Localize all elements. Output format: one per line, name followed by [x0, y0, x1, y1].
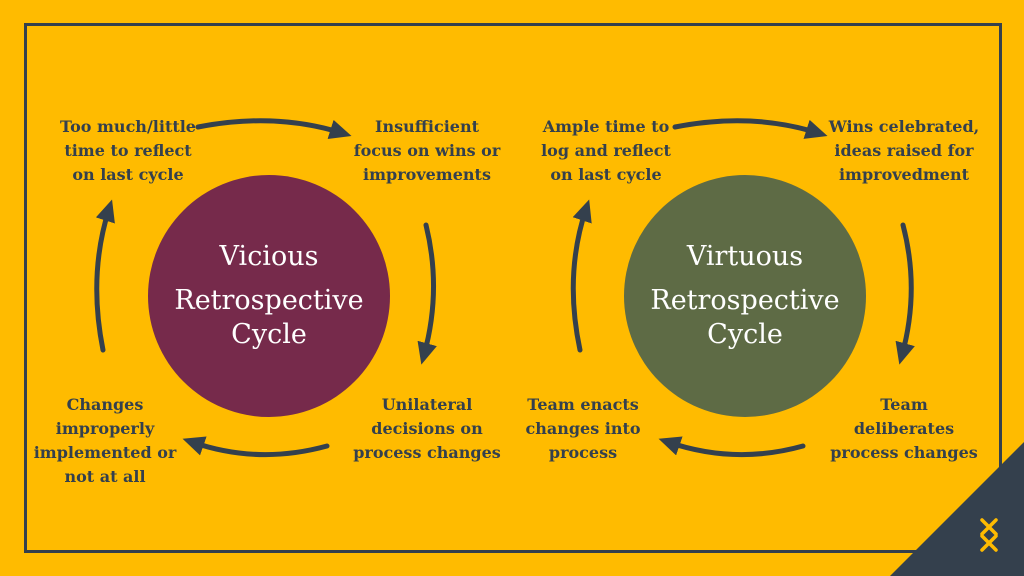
vicious-arrow-bottom — [182, 436, 330, 458]
virtuous-title-line-2: Retrospective — [650, 285, 840, 316]
virtuous-node-top-right: Wins celebrated, ideas raised for improv… — [828, 117, 980, 184]
vicious-arrow-left — [94, 199, 115, 353]
vicious-title-line-2: Retrospective — [174, 285, 364, 316]
virtuous-cycle-circle: Virtuous Retrospective Cycle — [624, 175, 866, 417]
vicious-arrow-top — [195, 118, 352, 139]
content-frame — [24, 23, 1002, 553]
virtuous-title-line-1: Virtuous — [686, 241, 804, 272]
vicious-node-top-right: Insufficient focus on wins or improvemen… — [353, 117, 501, 184]
virtuous-arrow-left — [570, 199, 592, 353]
vicious-arrow-right — [417, 222, 437, 365]
vicious-title-line-1: Vicious — [219, 241, 319, 272]
vicious-cycle-circle: Vicious Retrospective Cycle — [148, 175, 390, 417]
virtuous-node-top-left: Ample time to log and reflect on last cy… — [541, 117, 671, 184]
virtuous-title-line-3: Cycle — [707, 319, 783, 350]
vicious-title-line-3: Cycle — [231, 319, 307, 350]
virtuous-arrow-bottom — [658, 436, 806, 458]
vicious-node-bottom-right: Unilateral decisions on process changes — [353, 395, 501, 462]
virtuous-arrow-top — [672, 118, 828, 139]
vicious-node-top-left: Too much/little time to reflect on last … — [60, 117, 196, 184]
virtuous-arrow-right — [895, 222, 915, 365]
virtuous-node-bottom-left: Team enacts changes into process — [525, 395, 641, 462]
virtuous-node-bottom-right: Team deliberates process changes — [830, 395, 978, 462]
vicious-node-bottom-left: Changes improperly implemented or not at… — [33, 395, 177, 486]
